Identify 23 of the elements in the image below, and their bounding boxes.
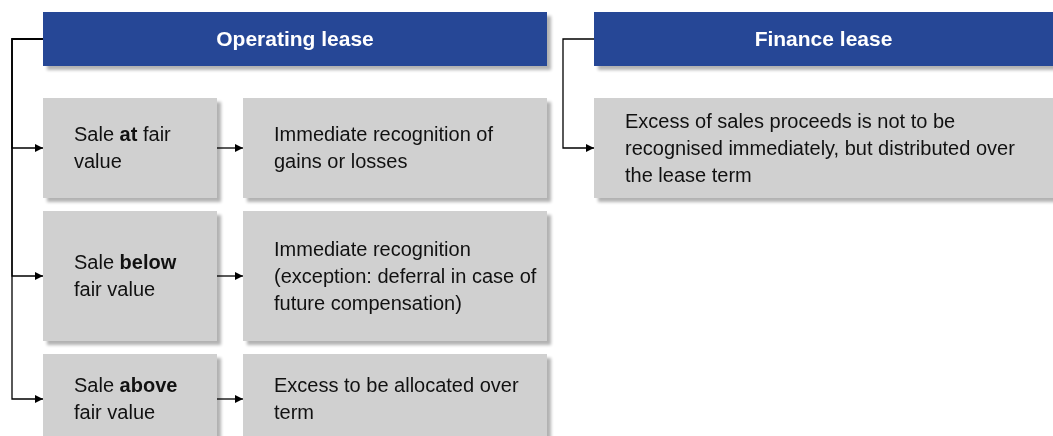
box-text: Immediate recognition of gains or losses (274, 122, 494, 174)
box-text: Immediate recognition (exception: deferral in case of future compensation) (274, 236, 537, 316)
arrow (562, 38, 595, 152)
box-text: Excess of sales proceeds is not to be recognised immediately, but distributed over the lease term (625, 108, 1016, 188)
text-box (594, 98, 1053, 198)
box-text: Excess to be allocated over term (274, 373, 520, 425)
header-bar (594, 12, 1053, 66)
arrow (216, 395, 244, 403)
box-text: Sale at fair value (74, 122, 172, 174)
text-box (43, 354, 217, 436)
arrow (216, 144, 244, 152)
header-title: Finance lease (754, 27, 893, 51)
text-box (243, 354, 547, 436)
text-box (43, 211, 217, 341)
arrow (11, 38, 44, 403)
arrow (216, 272, 244, 280)
text-box (43, 98, 217, 198)
text-box (243, 98, 547, 198)
header-title: Operating lease (216, 27, 374, 51)
header-bar (43, 12, 547, 66)
text-box (243, 211, 547, 341)
box-text: Sale above fair value (74, 373, 179, 425)
box-text: Sale below fair value (74, 250, 178, 302)
